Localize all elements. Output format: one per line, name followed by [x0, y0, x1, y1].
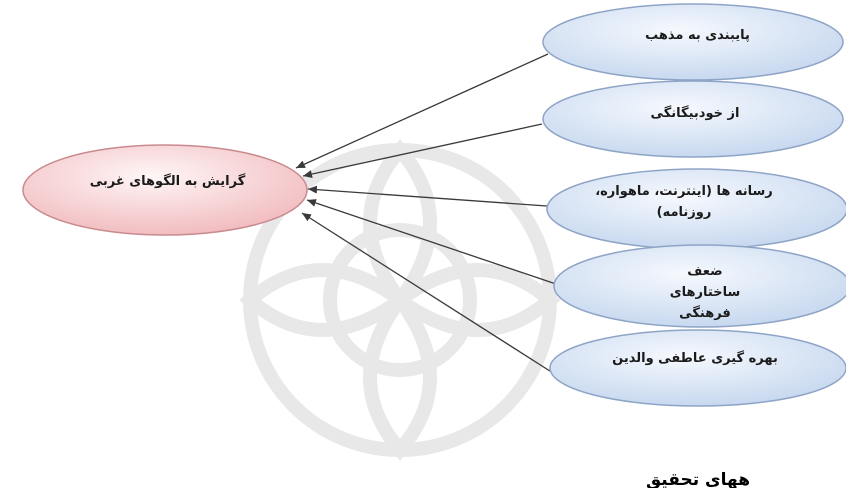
source-node-label-5: بهره گیری عاطفی والدین — [612, 351, 778, 366]
source-node-ellipse-4 — [553, 244, 846, 328]
arrow-3 — [307, 185, 548, 207]
source-node-label-4: ضعف ساختارهای فرهنگی — [669, 264, 741, 321]
source-node-layer — [542, 3, 846, 407]
source-node-label-3: رسانه ها (اینترنت، ماهواره، روزنامه) — [595, 184, 773, 220]
watermark-seal — [239, 139, 561, 461]
source-node-ellipse-1 — [542, 3, 844, 81]
arrow-2 — [302, 123, 543, 178]
arrow-5 — [301, 212, 554, 374]
arrow-layer — [295, 53, 557, 374]
source-node-label-1: پایبندی به مذهب — [645, 28, 750, 43]
target-node-ellipse — [22, 144, 308, 236]
arrow-4 — [306, 199, 557, 285]
source-node-ellipse-5 — [549, 329, 846, 407]
arrow-1 — [295, 53, 549, 169]
source-node-label-2: از خودبیگانگی — [650, 106, 740, 121]
target-node-label: گرایش به الگوهای غربی — [89, 174, 246, 189]
section-heading: ههای تحقیق — [645, 470, 750, 488]
source-node-ellipse-2 — [542, 80, 844, 158]
